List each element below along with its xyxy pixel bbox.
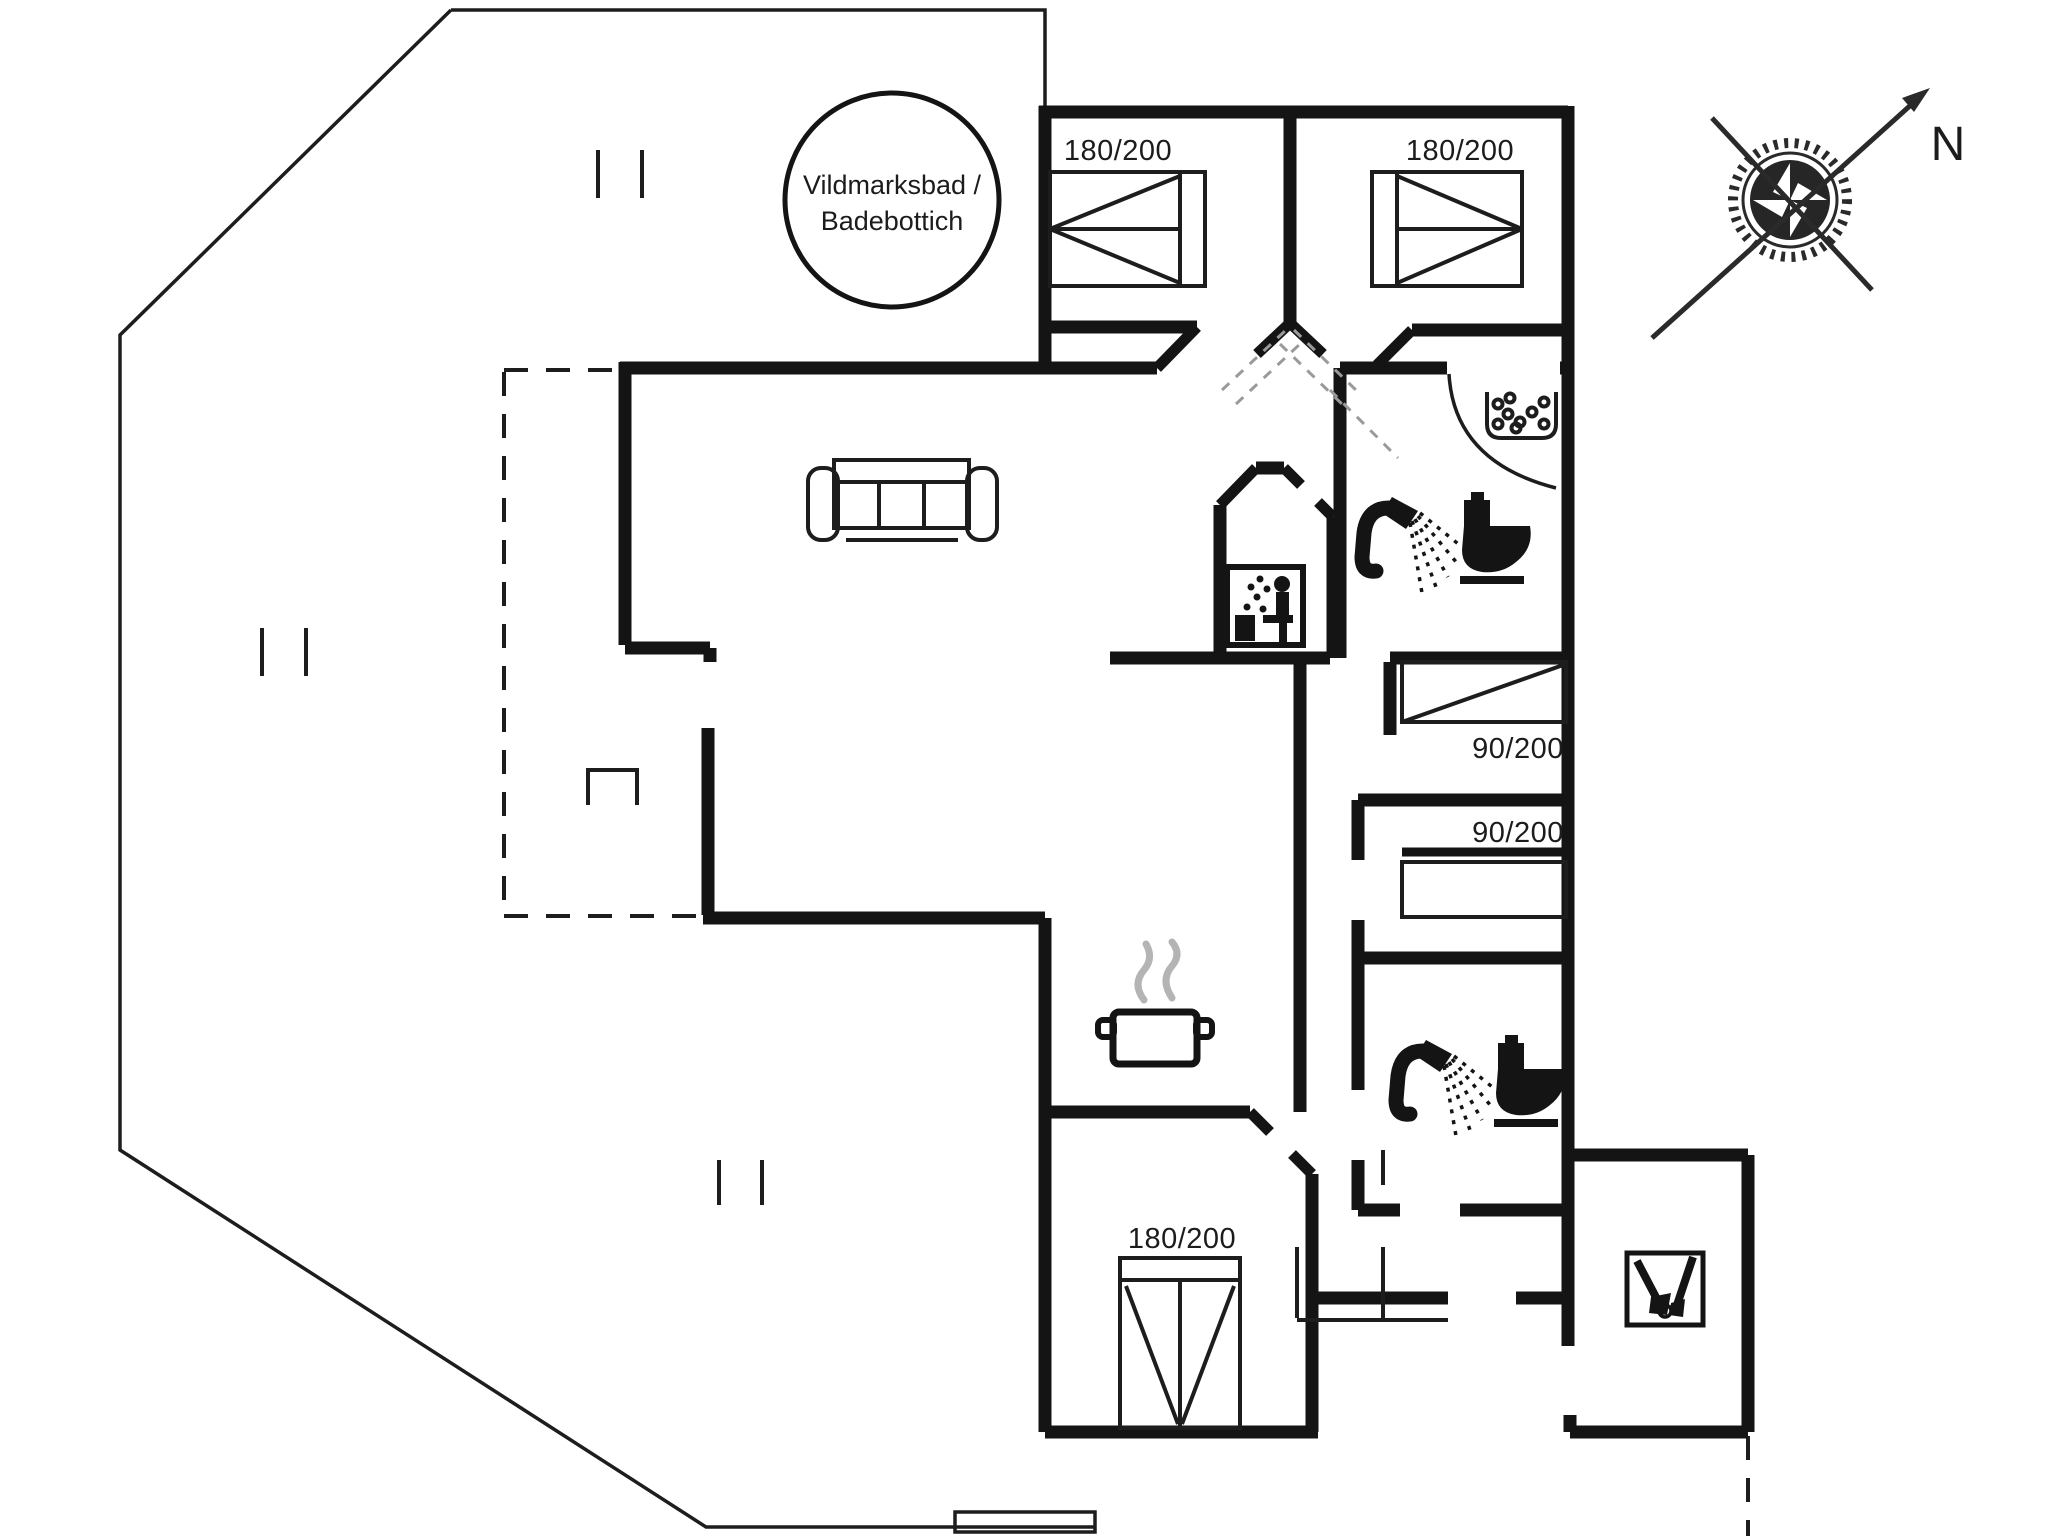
cleaning-tools-icon (1624, 1250, 1706, 1328)
bed-size-label-bedroom1: 180/200 (1064, 135, 1172, 167)
cooking-pot-icon (1095, 938, 1215, 1068)
hot-tub-label-line2: Badebottich (821, 206, 964, 236)
compass-rose-icon: N (1650, 88, 1966, 340)
whirlpool-bubbles-icon (1485, 391, 1558, 440)
shower-icon (1396, 1040, 1496, 1136)
stove-nook-symbol (586, 768, 639, 805)
toilet-icon (1460, 492, 1531, 584)
terrace-dashed-line (502, 368, 700, 918)
hallway-double-door-leaves (1220, 328, 1400, 460)
bed-bedroom2 (1370, 170, 1524, 288)
site-boundary (118, 8, 1750, 1536)
compass-north-label: N (1931, 118, 1966, 171)
bed-bedroom3 (1118, 1256, 1242, 1430)
house-walls (618, 105, 1755, 1439)
bed-size-label-room-a: 90/200 (1472, 733, 1564, 765)
hot-tub-circle-icon: Vildmarksbad / Badebottich (782, 90, 1002, 310)
hot-tub-label-line1: Vildmarksbad / (803, 170, 982, 200)
sauna-person-icon (1224, 564, 1306, 648)
porch-lines (1295, 1150, 1448, 1322)
toilet-icon (1494, 1035, 1565, 1127)
bed-size-label-bedroom2: 180/200 (1406, 135, 1514, 167)
bathroom1-door-arc (1447, 373, 1557, 490)
sofa-icon (806, 458, 999, 542)
shower-icon (1362, 497, 1462, 593)
bed-room-b (1400, 847, 1568, 919)
bed-room-a (1400, 660, 1568, 724)
bed-size-label-bedroom3: 180/200 (1128, 1223, 1236, 1255)
entrance-step (953, 1510, 1097, 1534)
bed-bedroom1 (1048, 170, 1207, 288)
deck-tick-marks (260, 150, 764, 1205)
bed-size-label-room-b: 90/200 (1472, 817, 1564, 849)
